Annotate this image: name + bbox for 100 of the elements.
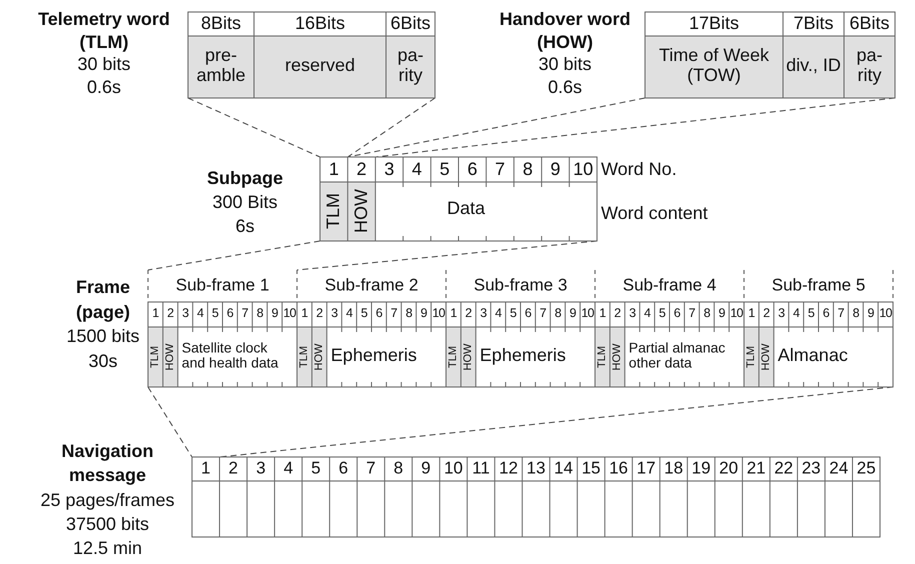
frame-number: 24 xyxy=(829,460,848,478)
frame-number: 21 xyxy=(746,460,766,478)
word-number: 1 xyxy=(748,307,755,321)
word-number: 7 xyxy=(688,307,696,321)
word-number: 7 xyxy=(242,307,248,321)
word-number: 3 xyxy=(480,307,486,321)
frame-number: 10 xyxy=(444,460,463,478)
word-number: 10 xyxy=(573,160,594,180)
word-number: 2 xyxy=(465,307,472,321)
table-stat: 30 bits xyxy=(537,53,593,76)
word-number: 4 xyxy=(792,307,800,321)
field-name: HOW xyxy=(164,344,176,370)
table-stat: 12.5 min xyxy=(72,537,144,560)
bit-count: 6Bits xyxy=(390,14,431,34)
frame-number: 1 xyxy=(201,460,210,478)
word-number: 2 xyxy=(316,307,323,321)
field-name: Data xyxy=(446,199,486,219)
table-title: Handover word (HOW) xyxy=(498,8,632,53)
frame-number: 18 xyxy=(664,460,684,478)
subframe-title: Sub-frame 5 xyxy=(772,276,866,296)
word-number: 9 xyxy=(271,307,278,321)
word-number: 10 xyxy=(432,307,445,321)
word-number: 5 xyxy=(510,307,516,321)
table-title: Navigation message xyxy=(60,440,154,488)
table-stat: 0.6s xyxy=(86,76,122,98)
word-number: 5 xyxy=(212,307,218,321)
bit-count: 7Bits xyxy=(793,14,834,34)
frame-number: 19 xyxy=(692,460,711,478)
frame-number: 6 xyxy=(338,460,348,478)
table-stat: 30 bits xyxy=(76,53,132,76)
word-number: 3 xyxy=(629,307,636,321)
frame-number: 15 xyxy=(582,460,600,478)
word-number: 9 xyxy=(867,307,874,321)
field-name: TLM xyxy=(447,346,460,368)
word-number: 10 xyxy=(581,307,594,321)
table-title: Telemetry word (TLM) xyxy=(37,8,171,53)
field-name: TLM xyxy=(324,193,344,229)
word-number: 6 xyxy=(524,307,532,321)
field-name: TLM xyxy=(298,346,310,368)
frame-number: 5 xyxy=(311,460,321,478)
word-number: 8 xyxy=(256,307,263,321)
table-title: Subpage xyxy=(206,167,284,190)
frame-number: 4 xyxy=(284,460,294,478)
word-number: 5 xyxy=(658,307,666,321)
field-name: HOW xyxy=(352,189,372,233)
word-number: 4 xyxy=(644,307,650,321)
projection-line xyxy=(148,240,320,270)
frame-number: 9 xyxy=(421,460,431,478)
bit-count: 17Bits xyxy=(688,14,740,34)
subframe-title: Sub-frame 3 xyxy=(474,276,568,296)
field-name: pa- rity xyxy=(396,46,424,86)
word-number: 7 xyxy=(838,307,844,321)
field-name: HOW xyxy=(462,344,474,370)
word-number: 5 xyxy=(808,307,814,321)
projection-line xyxy=(296,240,598,270)
field-name: Partial almanac other data xyxy=(628,340,726,372)
word-number: 4 xyxy=(196,307,204,321)
word-number: 8 xyxy=(406,307,412,321)
field-name: HOW xyxy=(760,344,772,370)
table-stat: 6s xyxy=(234,215,256,238)
frame-number: 14 xyxy=(554,460,573,478)
frame-number: 3 xyxy=(256,460,266,478)
frame-number: 7 xyxy=(366,460,376,478)
field-name: TLM xyxy=(149,346,162,368)
word-number: 4 xyxy=(494,307,502,321)
word-number: 9 xyxy=(718,307,725,321)
field-name: TLM xyxy=(596,346,608,368)
word-number: 7 xyxy=(540,307,546,321)
word-number: 1 xyxy=(328,160,339,180)
projection-line xyxy=(219,386,894,458)
frame-number: 23 xyxy=(802,460,821,478)
word-number: 4 xyxy=(346,307,352,321)
word-number: 5 xyxy=(440,160,450,180)
field-name: reserved xyxy=(284,56,356,76)
frame-number: 11 xyxy=(472,460,490,478)
word-number: 6 xyxy=(822,307,830,321)
word-number: 1 xyxy=(152,307,159,321)
word-number: 2 xyxy=(167,307,174,321)
table-stat: 37500 bits xyxy=(64,512,150,536)
frame-number: 17 xyxy=(636,460,656,478)
row-label: Word No. xyxy=(601,160,677,180)
frame-number: 22 xyxy=(774,460,794,478)
projection-line xyxy=(347,98,436,158)
frame-number: 8 xyxy=(394,460,404,478)
projection-line xyxy=(374,98,896,158)
table-stat: 25 pages/frames xyxy=(39,488,176,512)
word-number: 8 xyxy=(522,160,533,180)
word-number: 3 xyxy=(778,307,784,321)
field-name: Almanac xyxy=(778,346,849,366)
word-number: 3 xyxy=(384,160,394,180)
frame-number: 25 xyxy=(856,460,876,478)
word-number: 9 xyxy=(420,307,427,321)
word-number: 8 xyxy=(704,307,710,321)
word-number: 9 xyxy=(569,307,576,321)
word-number: 7 xyxy=(495,160,506,180)
field-name: div., ID xyxy=(786,56,841,76)
bit-count: 6Bits xyxy=(849,14,890,34)
subframe-title: Sub-frame 1 xyxy=(176,276,270,296)
bit-count: 16Bits xyxy=(294,14,346,34)
word-number: 6 xyxy=(376,307,382,321)
